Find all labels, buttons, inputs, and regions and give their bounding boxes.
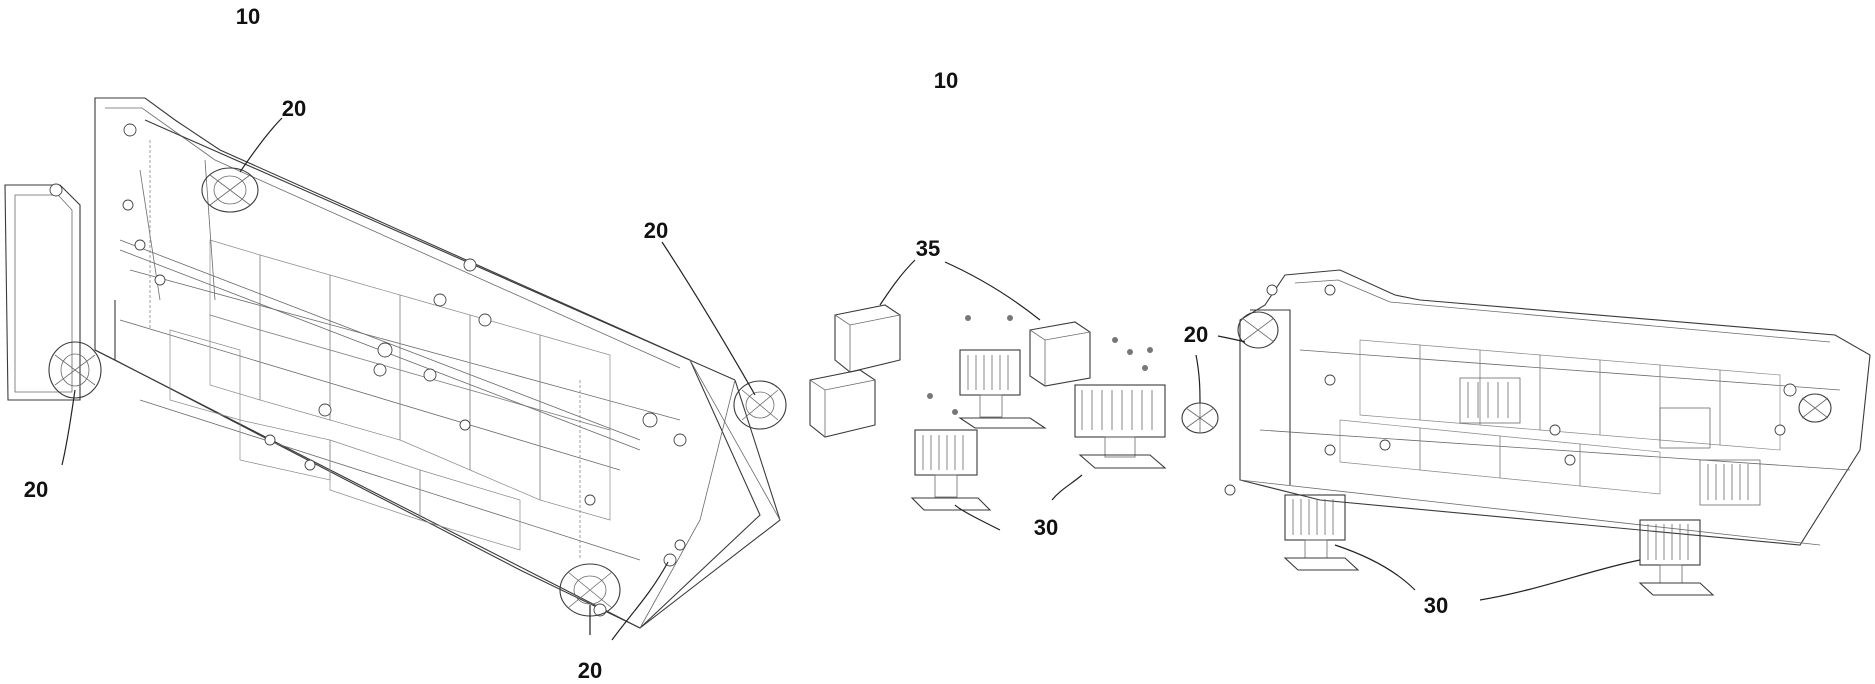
connector-left-right: [734, 381, 786, 429]
label-10-top-left: 10: [236, 4, 260, 29]
label-10-top-center: 10: [934, 68, 958, 93]
right-assembly: [1225, 270, 1870, 595]
label-35: 35: [916, 236, 940, 261]
right-holes: [1225, 285, 1796, 495]
label-20-top: 20: [282, 96, 306, 121]
left-cell-grid: [170, 240, 610, 550]
label-20-right: 20: [644, 218, 668, 243]
label-20-bottom: 20: [578, 658, 602, 683]
label-20-left: 20: [24, 477, 48, 502]
right-cell-grid: [1340, 340, 1780, 494]
connector-middle: [1182, 403, 1218, 433]
left-holes: [50, 124, 686, 616]
cube-caps: [810, 305, 1090, 437]
label-20-middle: 20: [1184, 322, 1208, 347]
reference-labels: 10 10 20 20 20 20 20 35 30 30: [24, 4, 1448, 683]
left-assembly: [5, 98, 786, 628]
connector-left-side: [49, 342, 101, 398]
right-foot-module-left: [1285, 495, 1358, 570]
label-30-middle: 30: [1034, 515, 1058, 540]
connector-left-top: [202, 168, 258, 212]
connector-right-end: [1799, 394, 1831, 422]
sensor-modules: [912, 315, 1165, 510]
connector-right-front: [1238, 312, 1278, 348]
label-30-right: 30: [1424, 593, 1448, 618]
leader-lines: [62, 118, 1640, 640]
